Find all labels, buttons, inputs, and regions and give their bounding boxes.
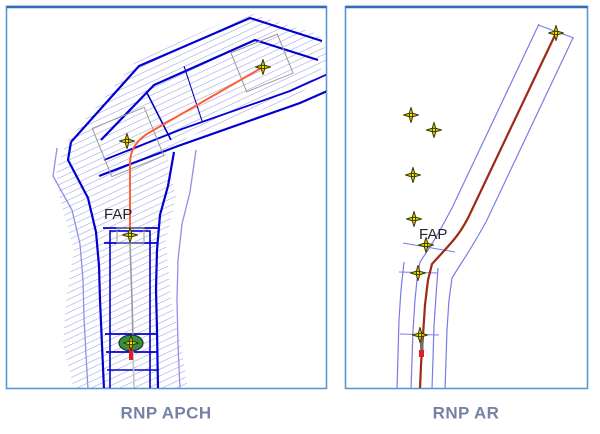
protection-area-outline-right-outer (176, 149, 197, 388)
protection-area-outline-left-outer (52, 147, 89, 388)
protection-area-outline-upper-bottom2 (98, 90, 326, 178)
fap-label-right: FAP (419, 226, 447, 243)
runway-extended-centerline (129, 242, 134, 341)
protection-area-outline-upper-outer (70, 16, 323, 143)
corridor-lower-right (431, 267, 439, 388)
corridor-tie-fap (402, 242, 456, 253)
corridor-right-boundary (444, 37, 574, 388)
protection-area-outline-upper-inner (100, 38, 319, 141)
panel-rnp-ar-frame (344, 5, 589, 390)
corridor-lower-left (396, 261, 405, 388)
protection-area-divider-1 (146, 92, 172, 141)
protection-area-outline-left-flank (66, 141, 106, 388)
protection-area-outline-right-flank (154, 151, 176, 388)
panel-rnp-ar: FAP RNP AR (344, 5, 589, 422)
flight-path-track (129, 66, 264, 235)
waypoint-tolerance-box-iaf (230, 33, 294, 93)
panel-rnp-apch-caption: RNP APCH (120, 403, 211, 422)
corridor-left-boundary (410, 23, 540, 388)
panel-rnp-ar-caption: RNP AR (433, 403, 500, 422)
protection-area-divider-2 (183, 65, 203, 122)
flight-path-track-ar (418, 31, 558, 388)
fap-label-left: FAP (104, 206, 132, 223)
protection-area-outline-upper-bottom (103, 73, 326, 161)
protection-area-hatch-outer (56, 12, 326, 388)
runway-threshold-marker-ar (419, 350, 424, 357)
waypoint-tolerance-box-if (91, 106, 165, 178)
panel-rnp-apch-map: FAP (52, 12, 326, 388)
runway-centerline-lower (132, 349, 135, 388)
runway-threshold-marker (129, 344, 133, 360)
panel-rnp-apch: FAP RNP APCH (5, 5, 328, 422)
panel-rnp-ar-map: FAP (396, 23, 575, 388)
